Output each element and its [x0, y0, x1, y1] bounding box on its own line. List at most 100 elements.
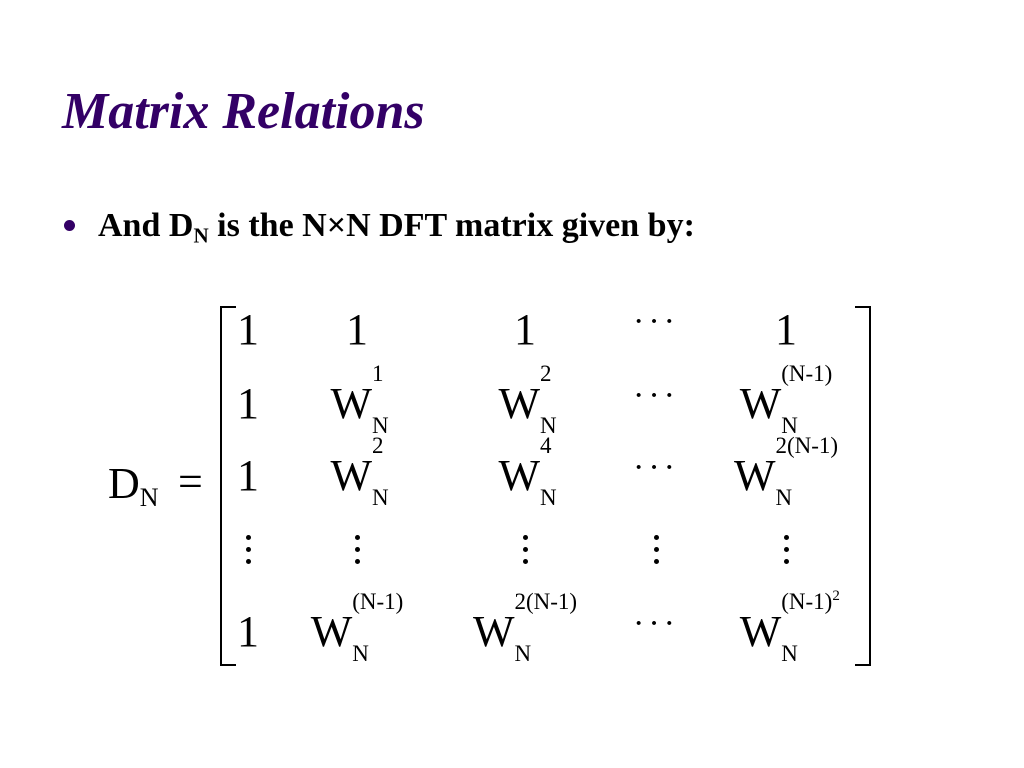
cell-scripts: 2(N-1)N2(N-1) — [775, 434, 838, 510]
cell-subscript: N — [781, 413, 798, 438]
ellipsis-dot — [245, 535, 251, 540]
ellipsis-dot — [522, 535, 528, 540]
lhs-base: D — [108, 459, 140, 508]
matrix-cell-r3-c5: W2(N-1)N2(N-1) — [733, 434, 838, 510]
bullet-text-suffix: is the N×N DFT matrix given by: — [208, 207, 695, 244]
matrix-cell-r1-c2: 1 — [346, 304, 368, 356]
cell-subscript: N — [372, 485, 389, 510]
cell-base: W — [733, 451, 776, 500]
matrix-cell-r2-c1: 1 — [237, 378, 259, 430]
cell-scripts: 2N2 — [540, 362, 557, 437]
cell-superscript: 2 — [372, 433, 384, 458]
ellipsis-dot — [653, 559, 659, 564]
vertical-ellipsis-icon — [352, 528, 362, 571]
cell-superscript: (N-1)2 — [781, 588, 840, 614]
cell-scripts: 4N4 — [540, 434, 557, 509]
lhs-subscript: N — [139, 483, 159, 512]
matrix-left-bracket — [220, 306, 236, 666]
ellipsis-dot — [354, 559, 360, 564]
cell-superscript-power: 2 — [832, 588, 840, 604]
matrix-cell-r2-c5: W(N-1)N(N-1) — [739, 362, 833, 438]
matrix-cell-r5-c5: W(N-1)2N(N-1) — [739, 588, 840, 666]
cell-superscript: 4 — [540, 433, 552, 458]
cell-base: W — [330, 379, 373, 428]
cell-base: 1 — [346, 305, 368, 354]
matrix-cell-r1-c3: 1 — [514, 304, 536, 356]
matrix-cell-r3-c3: W4N4 — [498, 434, 557, 509]
matrix-cell-r3-c2: W2N2 — [330, 434, 389, 509]
ellipsis-dot — [245, 559, 251, 564]
cell-superscript: 2(N-1) — [775, 433, 839, 458]
matrix-cell-r4-c1 — [243, 528, 253, 583]
cell-superscript: 1 — [372, 361, 384, 386]
cell-base: W — [330, 451, 373, 500]
matrix-cell-r5-c3: W2(N-1)N2(N-1) — [472, 590, 577, 666]
cell-base: 1 — [237, 451, 259, 500]
cell-scripts: (N-1)2N(N-1) — [781, 588, 840, 666]
cell-scripts: 2N2 — [372, 434, 389, 509]
cell-scripts: 2(N-1)N2(N-1) — [514, 590, 577, 666]
ellipsis-dot — [245, 547, 251, 552]
cell-base: W — [310, 607, 353, 656]
equals-sign: = — [178, 457, 203, 506]
cell-base: 1 — [237, 607, 259, 656]
ellipsis-dot — [354, 547, 360, 552]
matrix-cell-r1-c4: ··· — [633, 303, 679, 360]
bullet-dot-icon — [64, 219, 75, 231]
cell-subscript: N — [540, 485, 557, 510]
cell-subscript: N — [352, 641, 369, 666]
matrix-cell-r4-c5 — [781, 528, 791, 583]
cell-base: W — [472, 607, 515, 656]
horizontal-ellipsis: ··· — [633, 303, 679, 340]
matrix-cell-r5-c1: 1 — [237, 606, 259, 658]
bullet-text-prefix: And D — [98, 207, 194, 244]
cell-base: 1 — [514, 305, 536, 354]
cell-scripts: (N-1)N(N-1) — [352, 590, 403, 666]
cell-subscript: N — [540, 413, 557, 438]
vertical-ellipsis-icon — [243, 528, 253, 571]
ellipsis-dot — [653, 535, 659, 540]
bullet-text-subscript: N — [193, 223, 209, 248]
matrix-cell-r4-c4 — [651, 528, 661, 583]
ellipsis-dot — [783, 547, 789, 552]
cell-superscript: (N-1) — [352, 589, 404, 614]
cell-base: 1 — [775, 305, 797, 354]
cell-subscript: N — [514, 641, 532, 666]
matrix-right-bracket — [855, 306, 871, 666]
cell-subscript: N — [781, 641, 798, 666]
horizontal-ellipsis: ··· — [633, 605, 679, 642]
cell-superscript: (N-1) — [781, 361, 833, 386]
cell-scripts: (N-1)N(N-1) — [781, 362, 832, 438]
matrix-cell-r1-c5: 1 — [775, 304, 797, 356]
cell-subscript: N — [775, 485, 793, 510]
equation-lhs: DN — [108, 458, 159, 524]
bullet-item: And DN is the N×N DFT matrix given by: — [64, 204, 695, 258]
vertical-ellipsis-icon — [520, 528, 530, 571]
vertical-ellipsis-icon — [651, 528, 661, 571]
cell-base: W — [498, 379, 541, 428]
ellipsis-dot — [522, 547, 528, 552]
matrix-cell-r3-c4: ··· — [633, 449, 679, 506]
horizontal-ellipsis: ··· — [633, 377, 679, 414]
matrix-cell-r3-c1: 1 — [237, 450, 259, 502]
matrix-cell-r1-c1: 1 — [237, 304, 259, 356]
matrix-cell-r5-c2: W(N-1)N(N-1) — [310, 590, 404, 666]
cell-superscript: 2(N-1) — [514, 589, 578, 614]
ellipsis-dot — [653, 547, 659, 552]
cell-superscript: 2 — [540, 361, 552, 386]
ellipsis-dot — [522, 559, 528, 564]
horizontal-ellipsis: ··· — [633, 449, 679, 486]
cell-base: W — [739, 607, 782, 656]
cell-base: W — [739, 379, 782, 428]
matrix-cell-r2-c3: W2N2 — [498, 362, 557, 437]
matrix-cell-r4-c2 — [352, 528, 362, 583]
cell-base: W — [498, 451, 541, 500]
cell-base: 1 — [237, 379, 259, 428]
slide-title: Matrix Relations — [62, 83, 425, 140]
vertical-ellipsis-icon — [781, 528, 791, 571]
ellipsis-dot — [354, 535, 360, 540]
matrix-cell-r4-c3 — [520, 528, 530, 583]
ellipsis-dot — [783, 535, 789, 540]
matrix-cell-r2-c2: W1N1 — [330, 362, 388, 437]
cell-subscript: N — [372, 413, 389, 438]
